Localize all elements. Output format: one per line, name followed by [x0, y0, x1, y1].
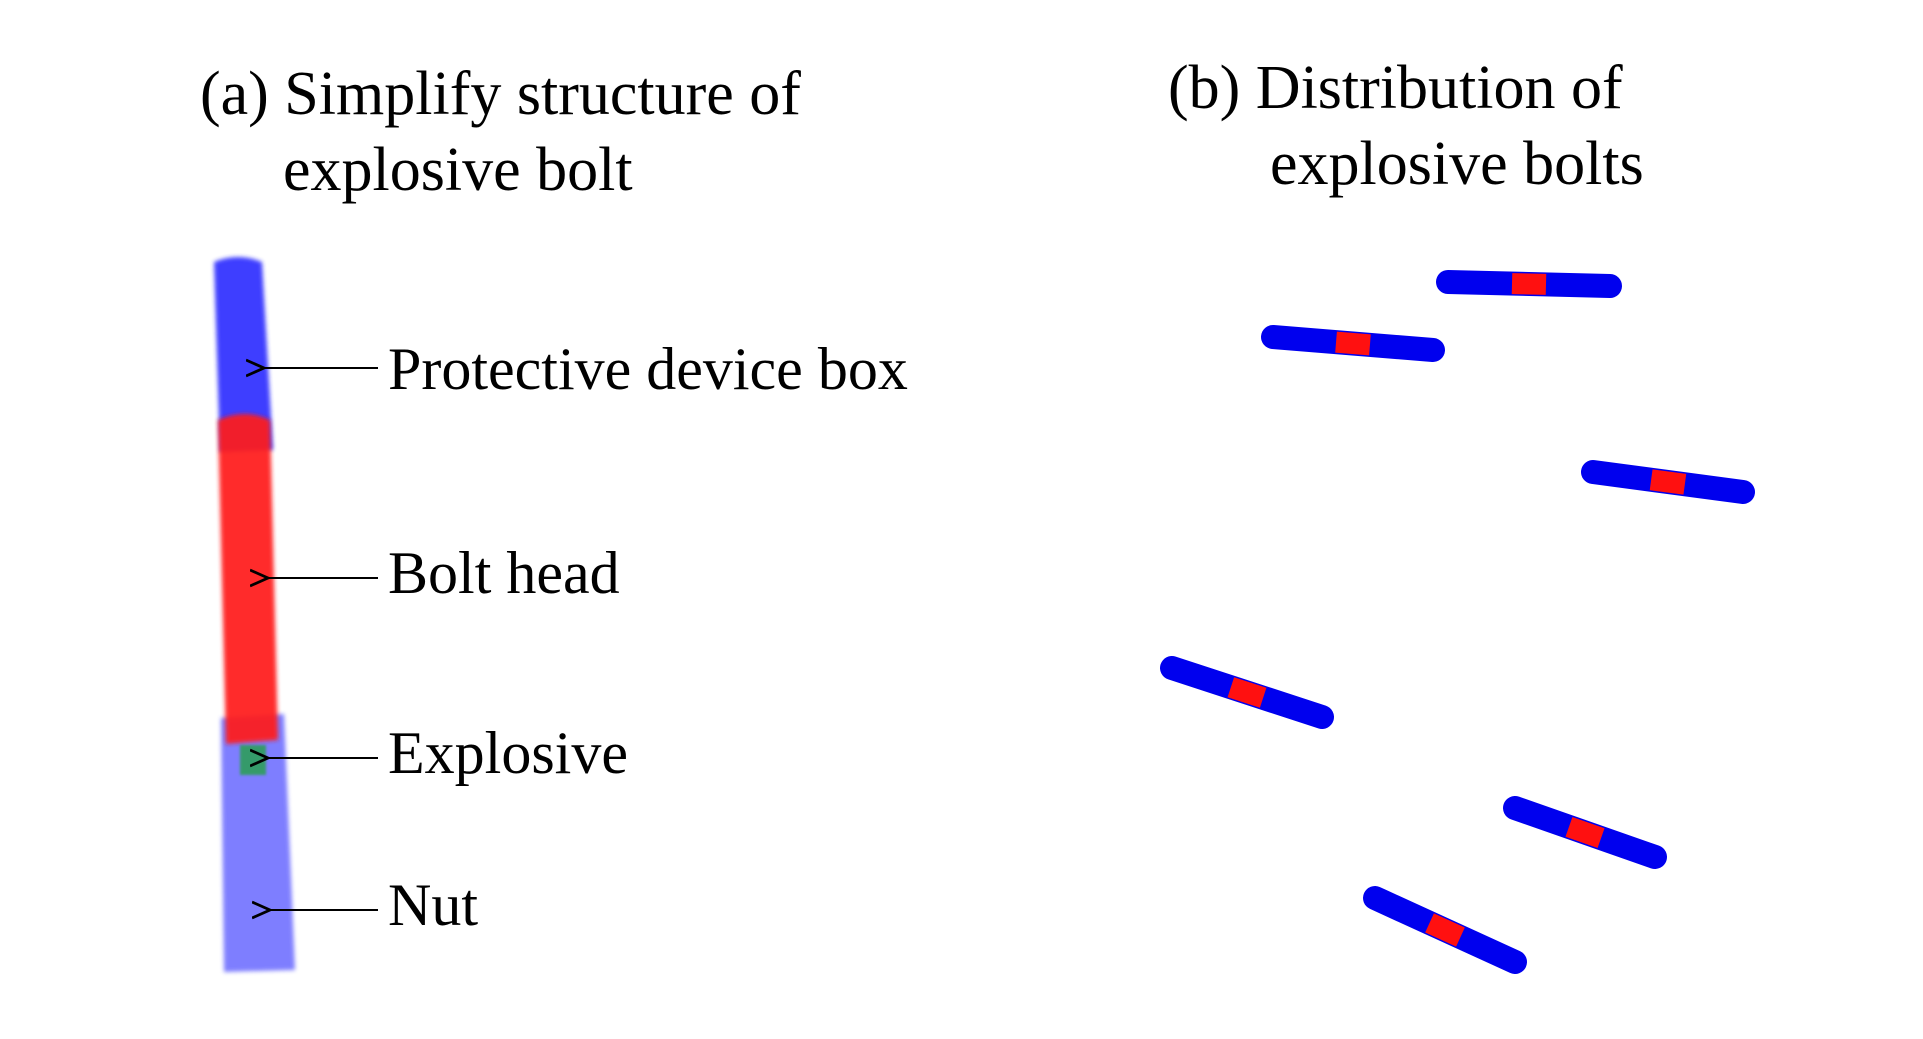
bolt-head-part — [218, 414, 278, 744]
bolt-center-section — [1511, 273, 1547, 295]
explosive-part — [240, 745, 266, 775]
distributed-bolt — [1581, 460, 1755, 504]
label-bolt-head: Bolt head — [388, 540, 620, 606]
panel-a-bolt-structure — [214, 257, 378, 972]
distributed-bolt — [1160, 656, 1334, 729]
label-protective-device-box: Protective device box — [388, 336, 908, 402]
distributed-bolt — [1503, 796, 1667, 869]
label-explosive: Explosive — [388, 720, 628, 786]
panel-b-title-line2: explosive bolts — [1270, 130, 1644, 198]
protective-device-box-part — [214, 257, 273, 452]
panel-b-bolt-distribution — [1160, 270, 1755, 974]
bolt-center-section — [1335, 331, 1371, 356]
panel-a-title-line2: explosive bolt — [283, 136, 633, 204]
label-nut: Nut — [388, 872, 478, 938]
bolt-center-section — [1565, 816, 1605, 849]
distributed-bolt — [1436, 270, 1622, 298]
panel-a-title-line1: (a) Simplify structure of — [200, 60, 801, 128]
bolt-center-section — [1227, 677, 1267, 708]
bolt-center-section — [1649, 469, 1687, 495]
distributed-bolt — [1261, 325, 1445, 362]
distributed-bolt — [1363, 886, 1527, 974]
panel-b-title-line1: (b) Distribution of — [1168, 54, 1623, 122]
nut-part — [221, 714, 295, 972]
bolt-center-section — [1425, 913, 1465, 947]
